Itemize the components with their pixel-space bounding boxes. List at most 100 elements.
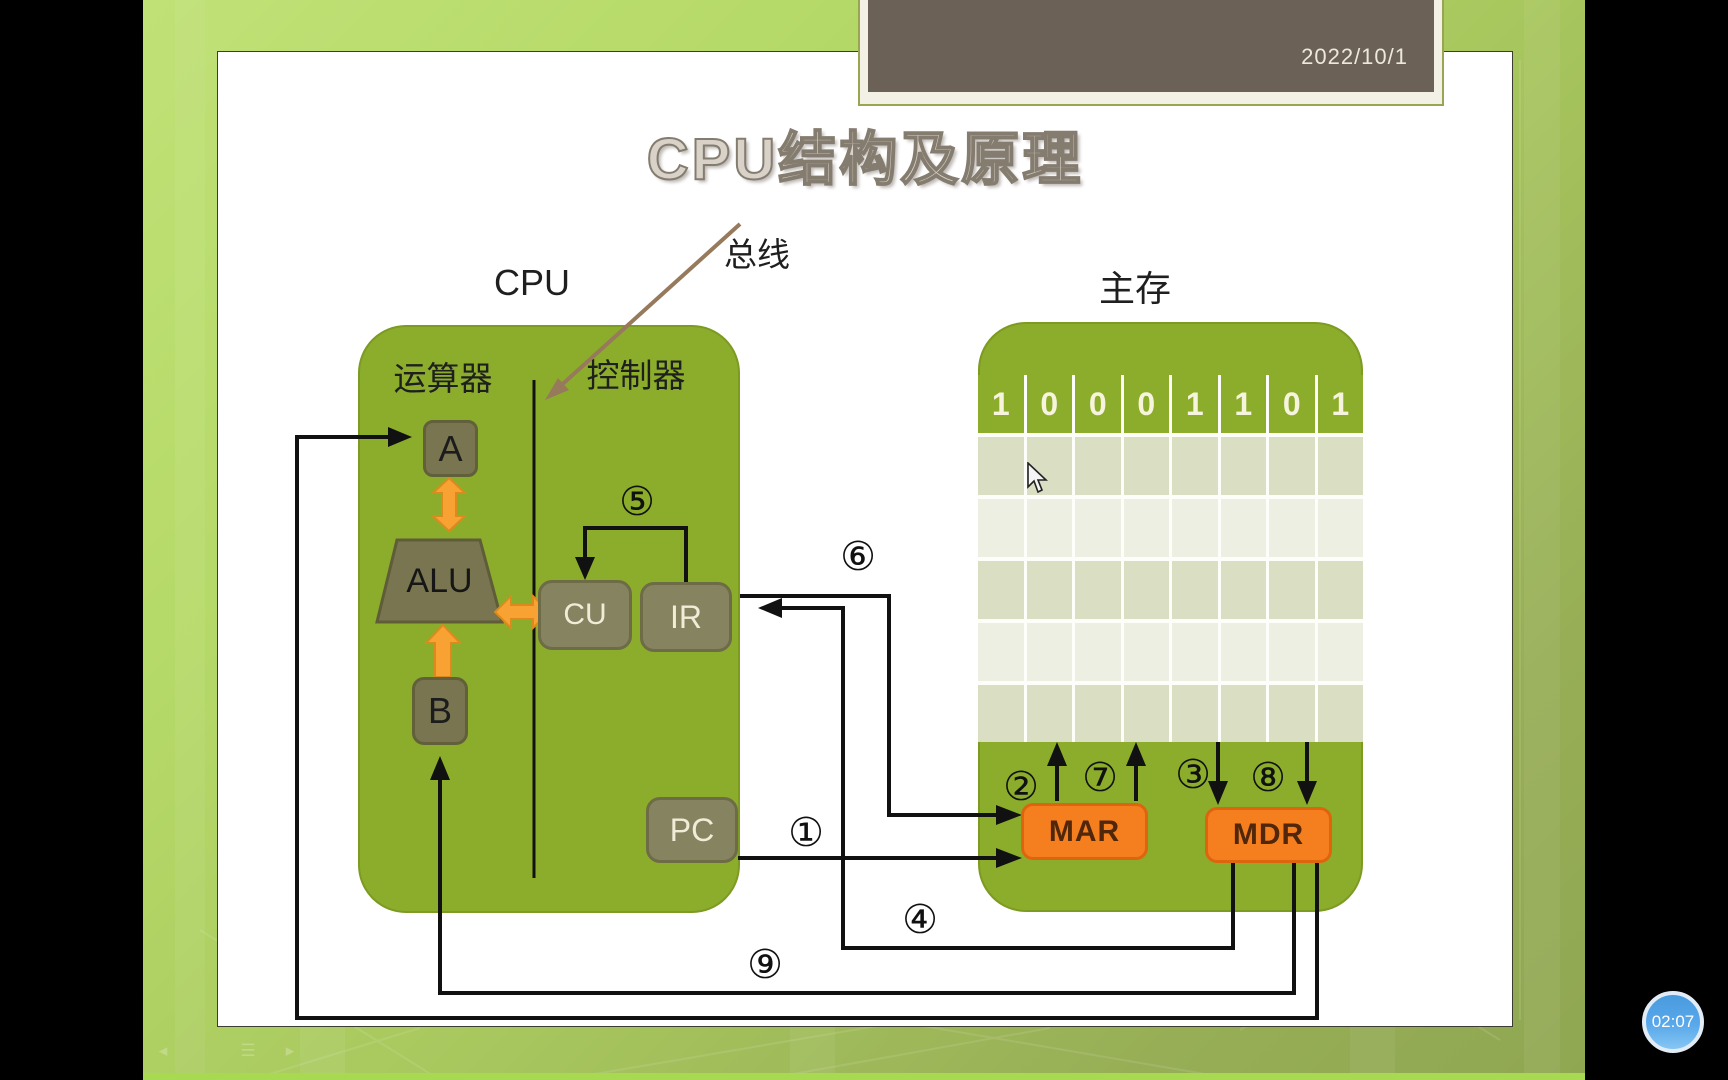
memory-cell xyxy=(978,561,1024,619)
memory-cell xyxy=(978,437,1024,495)
memory-cell xyxy=(1317,561,1363,619)
step-7-label: ⑦ xyxy=(1082,756,1118,800)
pc-label: PC xyxy=(669,811,715,848)
b-alu-up-arrow xyxy=(423,623,463,678)
memory-cell xyxy=(1172,437,1218,495)
memory-bit: 1 xyxy=(1317,375,1363,433)
bus-pointer-arrow xyxy=(545,222,742,400)
memory-cell xyxy=(1172,561,1218,619)
register-b-label: B xyxy=(427,690,452,731)
memory-cell xyxy=(1220,685,1266,742)
main-memory-label: 主存 xyxy=(1098,268,1172,309)
memory-cell xyxy=(1172,685,1218,742)
mar-label: MAR xyxy=(1048,814,1121,848)
alu-trapezoid xyxy=(375,538,504,624)
bus-label: 总线 xyxy=(724,236,790,273)
memory-cell xyxy=(1075,499,1121,557)
step-3-label: ③ xyxy=(1175,753,1211,797)
step-6-label: ⑥ xyxy=(840,535,876,579)
control-unit-label: 控制器 xyxy=(586,357,686,394)
memory-cell xyxy=(1269,499,1315,557)
memory-cell xyxy=(1317,437,1363,495)
memory-cell xyxy=(1269,685,1315,742)
memory-cell xyxy=(1269,561,1315,619)
memory-cell xyxy=(1123,623,1169,681)
register-b-box: B xyxy=(412,677,468,745)
alu-label: ALU xyxy=(377,540,502,622)
timer-badge[interactable]: 02:07 xyxy=(1642,991,1704,1053)
memory-cell xyxy=(1172,623,1218,681)
path-5-ir-to-cu xyxy=(583,526,688,582)
path-4-mdr-to-ir xyxy=(778,606,1235,950)
memory-table: 1 0 0 0 1 1 0 1 xyxy=(978,375,1363,742)
memory-cell xyxy=(1317,685,1363,742)
cu-label: CU xyxy=(563,598,607,631)
register-a-box: A xyxy=(423,420,478,477)
a-alu-double-arrow xyxy=(430,476,468,533)
memory-cell xyxy=(978,685,1024,742)
mouse-cursor-icon xyxy=(1027,462,1049,494)
memory-bit: 0 xyxy=(1123,375,1169,433)
memory-bit: 0 xyxy=(1075,375,1121,433)
memory-bit: 1 xyxy=(978,375,1024,433)
arithmetic-unit-label: 运算器 xyxy=(393,360,493,397)
step-2-label: ② xyxy=(1003,765,1039,809)
step-8-label: ⑧ xyxy=(1250,756,1286,800)
date-text: 2022/10/1 xyxy=(1301,44,1408,69)
memory-cell xyxy=(1220,561,1266,619)
memory-bit: 1 xyxy=(1172,375,1218,433)
memory-empty-row xyxy=(978,685,1363,742)
timer-value: 02:07 xyxy=(1651,1012,1695,1031)
memory-cell xyxy=(1123,499,1169,557)
memory-cell xyxy=(1075,623,1121,681)
step-5-label: ⑤ xyxy=(619,480,655,524)
program-counter-box: PC xyxy=(646,797,738,863)
memory-cell xyxy=(1123,437,1169,495)
memory-bit-row: 1 0 0 0 1 1 0 1 xyxy=(978,375,1363,433)
cpu-label: CPU xyxy=(493,262,571,303)
memory-cell xyxy=(1026,499,1072,557)
ir-label: IR xyxy=(670,598,702,635)
path-mdr-to-a xyxy=(295,435,1319,1020)
frame-bottom-highlight xyxy=(143,1073,1585,1080)
slide-title: CPU结构及原理 xyxy=(646,126,1084,193)
memory-cell xyxy=(1075,561,1121,619)
memory-cell xyxy=(1269,437,1315,495)
path-9-mdr-to-b xyxy=(438,773,1296,995)
path-6-ir-to-mar xyxy=(740,594,1002,817)
mdr-box: MDR xyxy=(1205,807,1332,863)
memory-cell xyxy=(1317,499,1363,557)
memory-cell xyxy=(1123,561,1169,619)
memory-cell xyxy=(1026,623,1072,681)
memory-cell xyxy=(978,499,1024,557)
date-box xyxy=(868,0,1434,92)
next-slide-icon[interactable]: ▸ xyxy=(285,1041,295,1060)
step-9-label: ⑨ xyxy=(747,943,783,987)
alu-text: ALU xyxy=(406,561,473,600)
memory-empty-row xyxy=(978,623,1363,681)
memory-cell xyxy=(1026,685,1072,742)
mar-box: MAR xyxy=(1021,803,1148,860)
memory-bit: 0 xyxy=(1269,375,1315,433)
memory-cell xyxy=(1075,437,1121,495)
step-4-label: ④ xyxy=(902,898,938,942)
memory-cell xyxy=(1220,499,1266,557)
prev-slide-icon[interactable]: ◂ xyxy=(158,1041,168,1060)
memory-cell xyxy=(1172,499,1218,557)
menu-icon[interactable]: ☰ xyxy=(240,1041,256,1060)
memory-empty-row xyxy=(978,499,1363,557)
instruction-register-box: IR xyxy=(640,582,732,652)
memory-cell xyxy=(1075,685,1121,742)
memory-cell xyxy=(1269,623,1315,681)
memory-bit: 0 xyxy=(1026,375,1072,433)
memory-cell xyxy=(1026,561,1072,619)
memory-cell xyxy=(1317,623,1363,681)
memory-empty-row xyxy=(978,561,1363,619)
control-unit-box: CU xyxy=(538,580,632,650)
memory-cell xyxy=(1026,437,1072,495)
register-a-label: A xyxy=(438,427,463,469)
memory-cell xyxy=(1220,437,1266,495)
memory-cell xyxy=(978,623,1024,681)
